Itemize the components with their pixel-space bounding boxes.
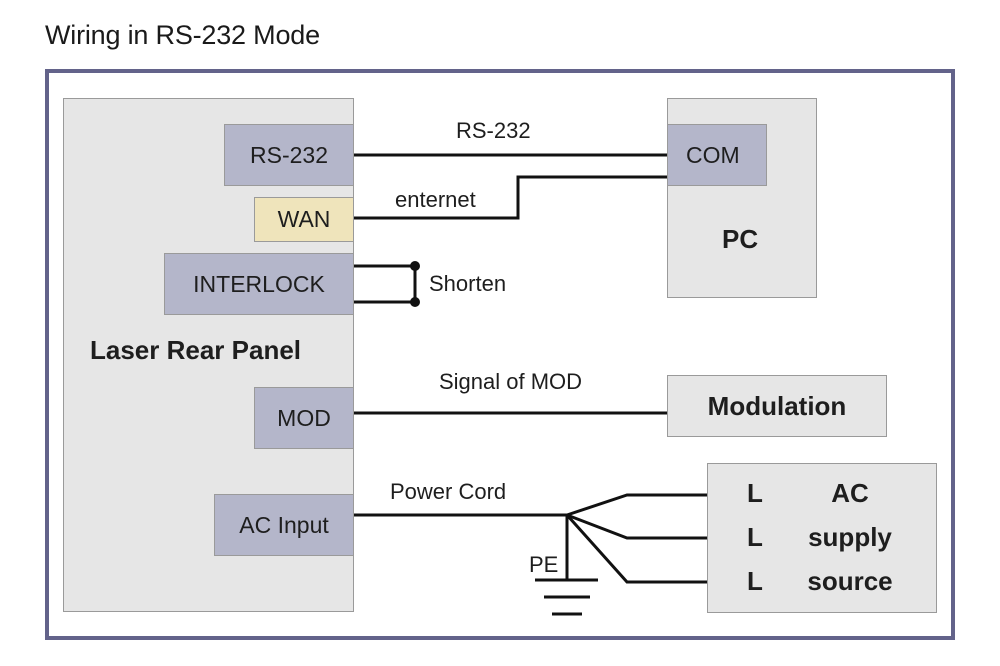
com-port: COM (667, 124, 767, 186)
mod-port: MOD (254, 387, 354, 449)
page-title: Wiring in RS-232 Mode (45, 20, 320, 50)
ac-supply-box (707, 463, 937, 613)
ac-supply-text-3: source (807, 566, 893, 596)
ac-supply-text-1: AC (831, 478, 869, 508)
rs232-wire-label: RS-232 (456, 118, 531, 143)
modulation-box: Modulation (667, 375, 887, 437)
mod-wire-label: Signal of MOD (439, 369, 583, 394)
ethernet-wire-label: enternet (395, 187, 476, 212)
interlock-node-bottom (410, 297, 420, 307)
diagram-frame (45, 69, 955, 640)
ac-line-2-wire (566, 513, 707, 540)
interlock-port: INTERLOCK (164, 253, 354, 315)
ac-supply-text-2: supply (808, 522, 892, 552)
interlock-node-top (410, 261, 420, 271)
laser-rear-panel-label: Laser Rear Panel (90, 335, 302, 365)
interlock-wire-top (354, 264, 417, 304)
ground-label: PE (529, 552, 559, 577)
modulation-label: Modulation (707, 390, 847, 421)
ethernet-wire (354, 175, 667, 220)
power-cord-label: Power Cord (390, 479, 507, 504)
pc-label: PC (722, 224, 759, 254)
ac-terminal-3: L (747, 566, 763, 596)
ac-line-1-wire (566, 493, 707, 517)
ac-input-port: AC Input (214, 494, 354, 556)
wan-port: WAN (254, 197, 354, 242)
interlock-wire-label: Shorten (429, 271, 507, 296)
ac-terminal-2: L (747, 522, 763, 552)
ac-line-3-wire (565, 513, 707, 584)
rs232-port: RS-232 (224, 124, 354, 186)
ac-terminal-1: L (747, 478, 763, 508)
